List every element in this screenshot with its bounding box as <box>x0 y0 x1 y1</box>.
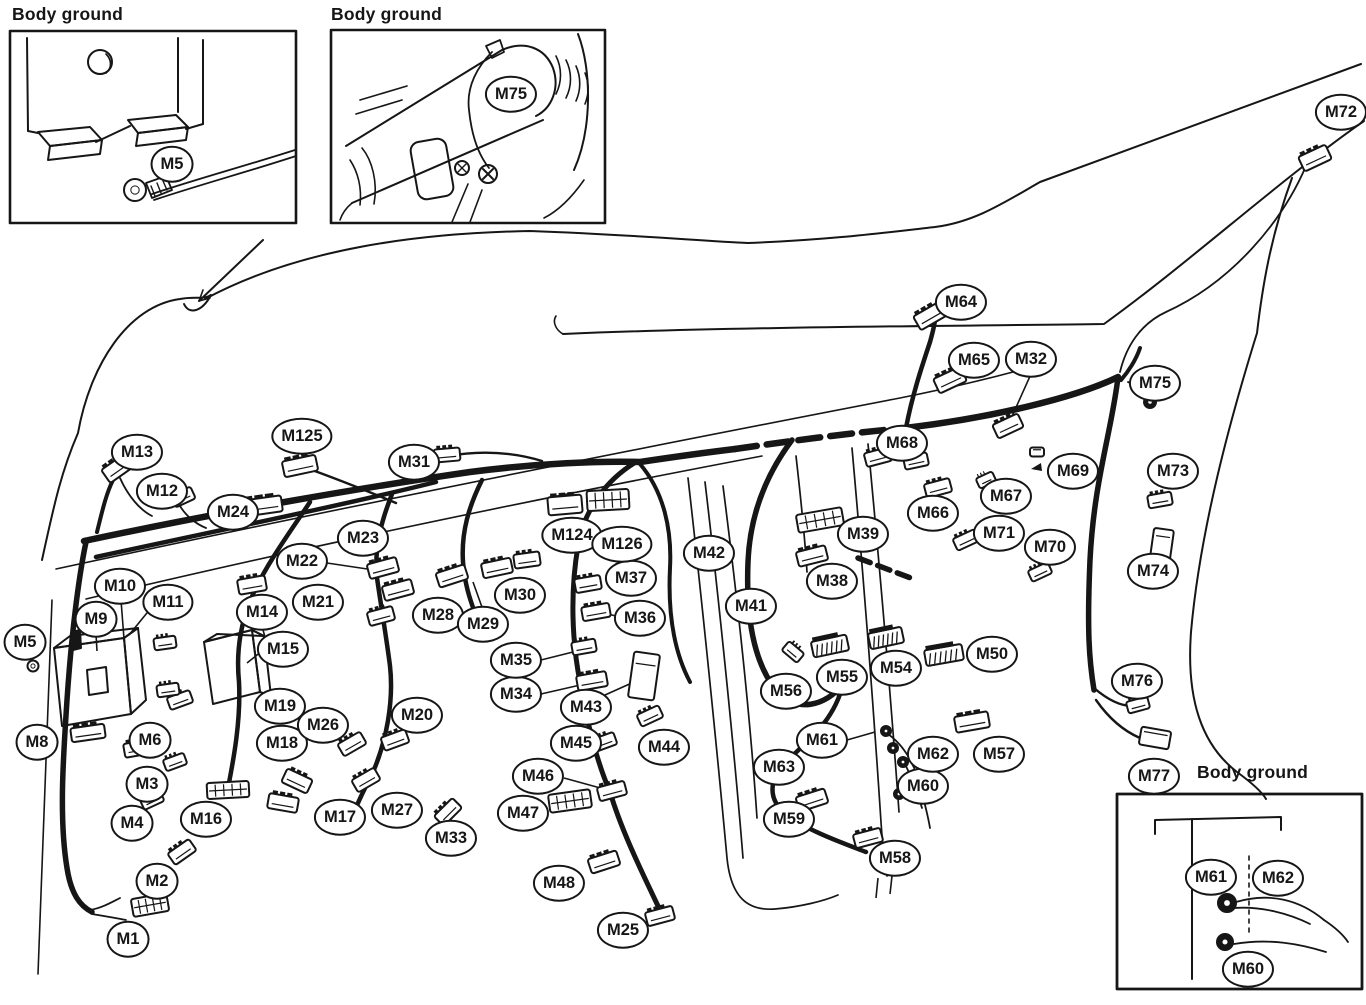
connector-glyphs <box>69 144 1333 927</box>
leader-line <box>326 562 375 571</box>
connector-icon <box>101 452 135 484</box>
ring-terminal-icon <box>1143 395 1157 409</box>
connector-icon <box>281 452 319 478</box>
ring-terminal-icon <box>887 742 899 754</box>
connector-icon <box>139 789 165 811</box>
ring-terminals <box>26 178 1237 951</box>
ring-terminal-icon <box>893 788 905 800</box>
inset-steering-title: Body ground <box>331 4 443 24</box>
connector-icon <box>155 680 181 699</box>
connector-icon <box>932 366 968 394</box>
connector-icon <box>240 492 284 518</box>
leader-line <box>472 581 484 611</box>
connector-icon <box>337 731 367 757</box>
connector-icon <box>585 488 631 512</box>
connector-icon <box>366 604 396 627</box>
connector-icon <box>435 563 469 589</box>
ring-terminal-icon <box>1217 893 1237 913</box>
connector-icon <box>587 849 621 875</box>
connector-icon <box>590 730 618 753</box>
connector-icon <box>975 471 997 489</box>
ring-terminal-icon <box>1216 933 1234 951</box>
connector-icon <box>547 788 593 814</box>
inset-seat-title: Body ground <box>1197 762 1309 782</box>
connector-icon <box>266 790 300 814</box>
connector-icon <box>432 444 462 464</box>
connector-icon <box>351 767 381 793</box>
connector-icon <box>152 633 178 652</box>
connector-icon <box>380 728 410 752</box>
ring-terminal-icon <box>123 178 147 202</box>
ring-terminal-icon <box>880 725 892 737</box>
leader-line <box>95 633 98 652</box>
connector-icon <box>867 624 905 650</box>
connector-icon <box>795 506 845 534</box>
leader-line <box>875 877 879 899</box>
ring-terminal-icon <box>897 756 909 768</box>
connector-icon <box>167 838 197 866</box>
connector-icon <box>580 600 612 622</box>
leader-line <box>889 875 893 895</box>
connector-icon <box>852 826 884 849</box>
ring-terminal-icon <box>26 659 40 673</box>
connector-icon <box>952 528 980 552</box>
connector-icon <box>366 555 400 580</box>
connector-icon <box>1146 489 1174 510</box>
inset-seat-art <box>1115 792 1364 991</box>
connector-icon <box>781 640 805 664</box>
connector-icon <box>596 779 628 802</box>
connector-icon <box>923 476 953 499</box>
connector-icon <box>573 572 603 594</box>
connector-icon <box>512 548 542 570</box>
inset-battery-title: Body ground <box>12 4 124 24</box>
inset-steering-art <box>329 28 607 225</box>
connector-icon <box>381 577 415 602</box>
connector-icon <box>162 751 188 772</box>
connector-icon <box>170 486 196 508</box>
connector-icon <box>1297 144 1333 172</box>
connector-icon <box>546 491 584 517</box>
connector-icon <box>570 636 598 657</box>
connector-icon <box>810 632 850 659</box>
connector-icon <box>575 668 609 692</box>
connector-icon <box>280 766 314 794</box>
connector-icon <box>795 543 829 568</box>
inset-battery-art <box>8 29 298 225</box>
connector-icon <box>1029 446 1045 458</box>
connector-icon <box>1149 527 1175 561</box>
connector-icon <box>1125 694 1151 715</box>
leader-line <box>846 731 876 741</box>
connector-icon <box>627 650 661 702</box>
car-body-outline <box>37 63 1365 975</box>
connector-icon <box>122 735 160 759</box>
connector-icon <box>991 413 1025 439</box>
connector-icon <box>923 641 965 667</box>
connector-icon <box>863 445 893 468</box>
connector-icon <box>795 787 829 813</box>
connector-icon <box>205 780 251 800</box>
connector-icon <box>636 704 664 728</box>
connector-icon <box>480 555 514 579</box>
connector-icon <box>130 892 170 918</box>
connector-icon <box>1027 561 1053 583</box>
leader-line <box>128 607 152 636</box>
connector-icon <box>236 572 268 596</box>
leader-line <box>120 599 125 640</box>
connector-icon <box>1138 725 1172 751</box>
connector-icon <box>433 797 463 827</box>
connector-icon <box>953 708 991 734</box>
connector-icon <box>902 450 930 471</box>
connector-icon <box>69 721 107 743</box>
